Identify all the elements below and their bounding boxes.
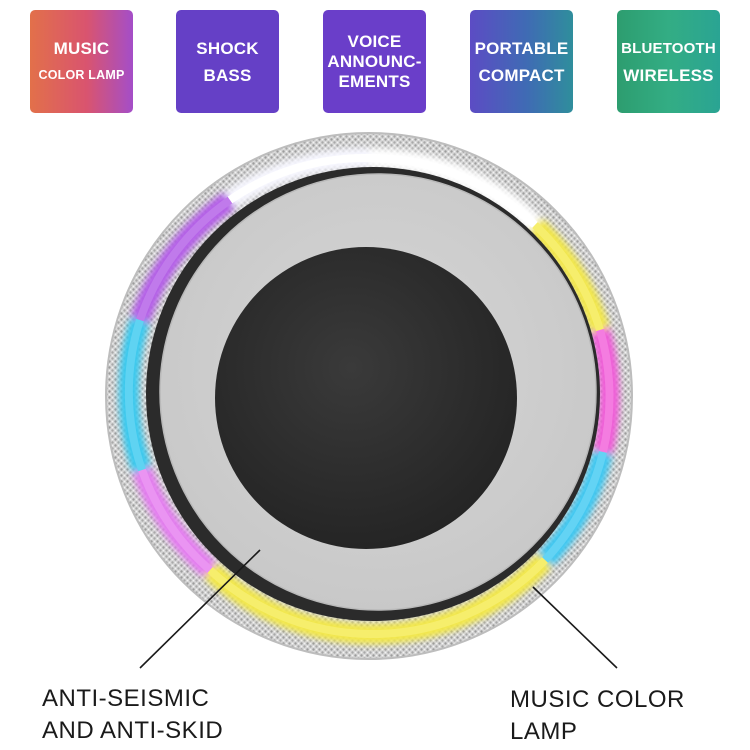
caption-anti-seismic: ANTI-SEISMIC AND ANTI-SKID xyxy=(42,683,223,747)
caption-music-color-lamp: MUSIC COLOR LAMP xyxy=(510,686,685,745)
badge-shock-bass: SHOCK BASS xyxy=(176,10,279,113)
badge-line: ANNOUNC- xyxy=(327,51,422,71)
badge-line: COLOR LAMP xyxy=(38,67,125,82)
badge-portable-compact: PORTABLE COMPACT xyxy=(470,10,573,113)
badge-line: EMENTS xyxy=(338,71,411,91)
pointer-line-right xyxy=(532,586,618,669)
badge-line: VOICE xyxy=(347,31,402,51)
badge-music-color-lamp: MUSIC COLOR LAMP xyxy=(30,10,133,113)
badge-line: SHOCK xyxy=(196,38,259,58)
center-pad xyxy=(215,247,517,549)
badge-line: PORTABLE xyxy=(474,38,569,58)
badge-line: COMPACT xyxy=(478,65,565,85)
badge-line: BASS xyxy=(203,65,252,85)
caption-line: ANTI-SEISMIC xyxy=(42,685,210,712)
badge-line: MUSIC xyxy=(53,38,110,58)
feature-badges: MUSIC COLOR LAMP SHOCK BASS VOICE ANNOUN… xyxy=(0,0,750,120)
badge-line: BLUETOOTH xyxy=(621,39,716,57)
caption-line: AND ANTI-SKID xyxy=(42,717,224,744)
badge-bluetooth-wireless: BLUETOOTH WIRELESS xyxy=(617,10,720,113)
pointer-line-left xyxy=(139,549,261,669)
badge-voice-announcements: VOICE ANNOUNC- EMENTS xyxy=(323,10,426,113)
badge-line: WIRELESS xyxy=(623,65,714,85)
